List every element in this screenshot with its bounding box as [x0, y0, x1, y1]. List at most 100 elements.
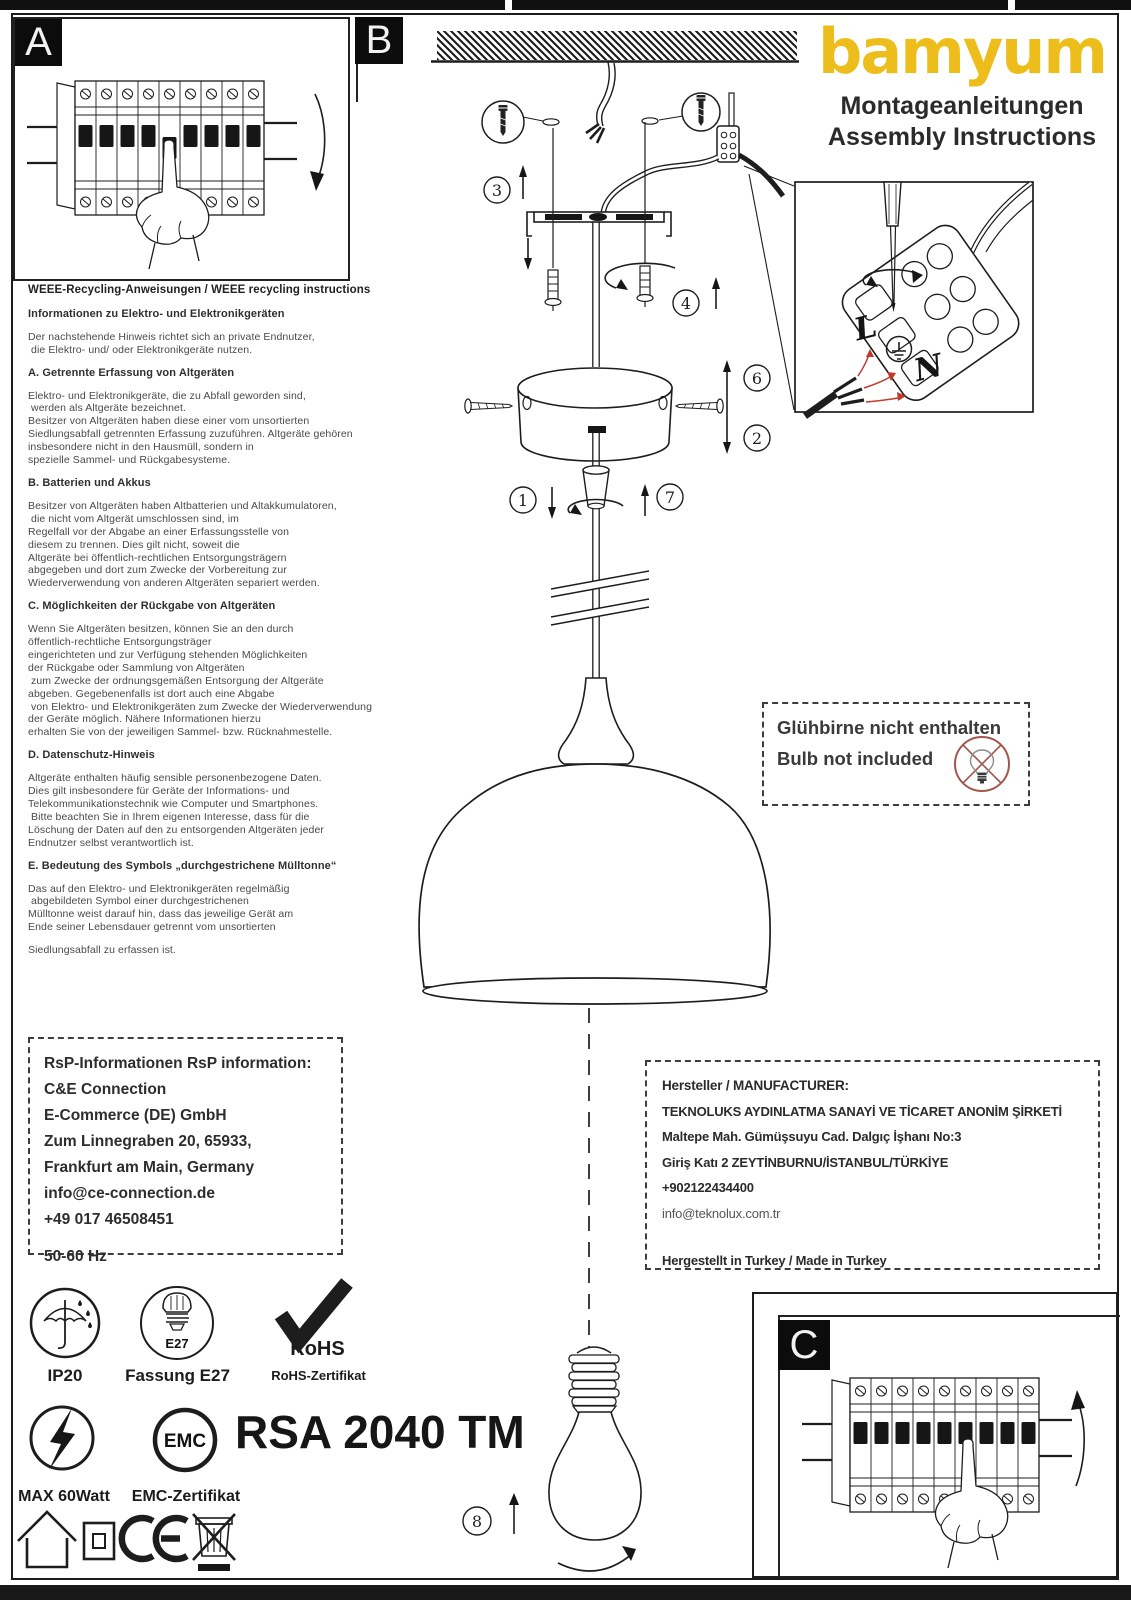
manufacturer-name: TEKNOLUKS AYDINLATMA SANAYİ VE TİCARET A…: [662, 1103, 1062, 1119]
weee-body-a: Elektro- und Elektronikgeräte, die zu Ab…: [28, 389, 353, 467]
rohs-label: RoHS-Zertifikat: [271, 1368, 366, 1383]
rohs-word: RoHS: [290, 1338, 345, 1360]
crossed-out-bulb-icon: [954, 736, 1010, 792]
rsp-info-box: RsP-Informationen RsP information: C&E C…: [28, 1037, 343, 1265]
manufacturer-origin: Hergestellt in Turkey / Made in Turkey: [662, 1253, 887, 1268]
ceiling-canopy: [517, 387, 673, 462]
wall-plug-right: [639, 265, 651, 297]
weee-heading-b: B. Batterien und Akkus: [28, 476, 151, 489]
step-2-circle: [743, 424, 771, 452]
terminal-block-zoom: [841, 224, 1020, 401]
section-c-box: C: [752, 1292, 1120, 1578]
connector-cable: [737, 152, 786, 198]
rsp-line: info@ce-connection.de: [44, 1185, 215, 1202]
weee-body-d: Altgeräte enthalten häufig sensible pers…: [28, 772, 325, 849]
brand-tagline-en: Assembly Instructions: [827, 123, 1097, 151]
step-4-circle: [672, 289, 700, 317]
emc-label: EMC-Zertifikat: [131, 1488, 241, 1505]
manufacturer-title: Hersteller / MANUFACTURER:: [662, 1078, 849, 1093]
ceiling-hatch: [437, 31, 797, 60]
arrow-down-curved: [314, 93, 326, 182]
step-3-circle: [483, 176, 511, 204]
weee-text-column: WEEE-Recycling-Anweisungen / WEEE recycl…: [28, 284, 462, 967]
crossed-out-bin-icon: [192, 1513, 236, 1571]
weee-heading-c: C. Möglichkeiten der Rückgabe von Altger…: [28, 600, 276, 613]
rotate-bulb-arrow: [557, 1552, 634, 1572]
screwdriver: [883, 181, 902, 227]
ce-mark-icon: [118, 1514, 189, 1563]
weee-heading-a: A. Getrennte Erfassung von Altgeräten: [28, 366, 235, 379]
scan-bottom-bar: [0, 1585, 1131, 1600]
rsp-line: Zum Linnegraben 20, 65933,: [44, 1133, 252, 1150]
weee-intro-body: Der nachstehende Hinweis richtet sich an…: [28, 330, 315, 356]
shade-neck: [557, 677, 635, 765]
section-b-label: B: [365, 18, 393, 62]
step-8-label: 8: [472, 1512, 482, 1531]
manufacturer-box: Hersteller / MANUFACTURER: TEKNOLUKS AYD…: [645, 1060, 1100, 1270]
manufacturer-phone: +902122434400: [662, 1180, 754, 1195]
weee-intro-heading: Informationen zu Elektro- und Elektronik…: [28, 307, 285, 320]
rsp-line: E-Commerce (DE) GmbH: [44, 1107, 227, 1124]
certification-icons: E27 EMC: [17, 1278, 353, 1571]
lightning-bolt-icon: [29, 1405, 95, 1471]
section-b-plate: B: [355, 17, 403, 64]
step-2-label: 2: [752, 429, 762, 448]
manufacturer-address2: Giriş Katı 2 ZEYTİNBURNU/İSTANBUL/TÜRKİY…: [662, 1154, 949, 1170]
canopy-screw-left: [464, 398, 472, 414]
wall-plug-left: [547, 269, 559, 301]
emc-roundel-icon: [152, 1407, 218, 1473]
weee-footer: Siedlungsabfall zu erfassen ist.: [28, 944, 176, 957]
rsp-line: C&E Connection: [44, 1081, 167, 1098]
model-number: RSA 2040 TM: [235, 1406, 525, 1458]
mains-wire: [595, 61, 610, 127]
brand-tagline-de: Montageanleitungen: [840, 92, 1084, 120]
weee-body-e: Das auf den Elektro- und Elektronikgerät…: [28, 882, 294, 934]
step-4-label: 4: [681, 294, 691, 313]
supply-cable: [802, 391, 839, 419]
rsp-line: Frankfurt am Main, Germany: [44, 1159, 255, 1176]
cable-break-mark: [550, 570, 650, 590]
magnify-leader-1: [743, 165, 795, 187]
lamp-shade-diagram: [418, 652, 771, 1005]
house-icon: [17, 1510, 77, 1569]
rsp-line: +49 017 46508451: [44, 1211, 174, 1228]
bulb-notice-en: Bulb not included: [777, 748, 934, 769]
check-mark-icon: [274, 1278, 353, 1354]
step-6-label: 6: [752, 369, 762, 388]
section-c-inner-border: [778, 1315, 1120, 1317]
bulb-notice-box: Glühbirne nicht enthalten Bulb not inclu…: [762, 702, 1030, 806]
terminal-block-pin: [728, 92, 735, 127]
socket-label: Fassung E27: [125, 1366, 230, 1385]
arrow-up-curved: [1075, 1401, 1085, 1487]
rsp-title: RsP-Informationen RsP information:: [44, 1055, 312, 1072]
shade-dome: [418, 763, 771, 988]
wiring-detail-box: L N: [794, 181, 1034, 419]
bulb-glass: [548, 1411, 642, 1541]
rsp-frequency: 50-60 Hz: [44, 1248, 107, 1265]
max-watt-label: MAX 60Watt: [18, 1488, 110, 1505]
bulb-notice-de: Glühbirne nicht enthalten: [777, 717, 1002, 738]
magnify-leader-2: [748, 173, 795, 411]
step-1-circle: [509, 486, 537, 514]
earth-ground-icon: [885, 335, 913, 363]
shade-rim: [422, 977, 768, 1005]
manufacturer-email: info@teknolux.com.tr: [662, 1205, 781, 1221]
weee-heading-d: D. Datenschutz-Hinweis: [28, 749, 155, 762]
weee-body-c: Wenn Sie Altgeräten besitzen, können Sie…: [28, 623, 373, 739]
section-b-border-stub: [356, 64, 358, 102]
page-border: [11, 13, 1119, 1580]
bulb-diagram: 8: [462, 1008, 642, 1572]
section-c-plate: C: [778, 1320, 830, 1370]
weee-title: WEEE-Recycling-Anweisungen / WEEE recycl…: [28, 284, 371, 296]
rotate-arrow: [604, 262, 676, 289]
assembly-diagram-top: 3 4 6 2 1 7: [431, 31, 799, 652]
circuit-breaker-off-illustration: [15, 19, 326, 270]
section-c-inner-border: [778, 1315, 780, 1578]
step-7-circle: [656, 483, 684, 511]
step-8-circle: [462, 1506, 492, 1536]
circuit-breaker-on-illustration: [754, 1294, 1085, 1569]
step-6-circle: [743, 364, 771, 392]
ip-rating-label: IP20: [47, 1366, 83, 1385]
brand-logo: bamyum: [818, 15, 1108, 88]
umbrella-rain-icon: [29, 1287, 101, 1359]
